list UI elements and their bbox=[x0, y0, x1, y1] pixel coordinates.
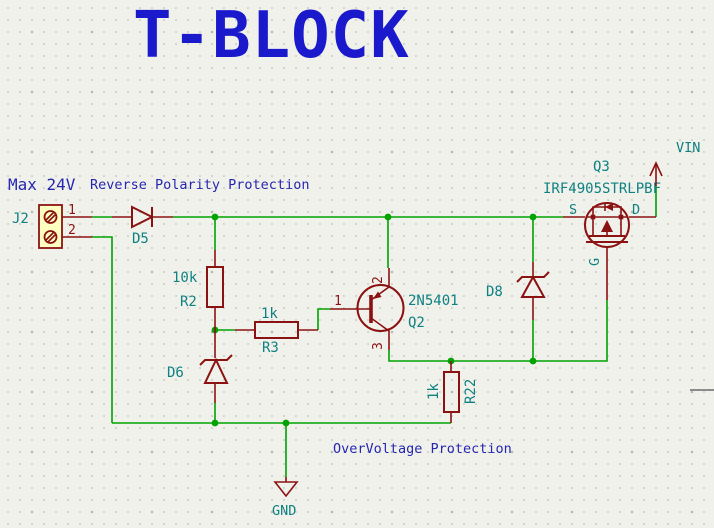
j2-pins bbox=[62, 216, 92, 238]
r2-value[interactable]: 10k bbox=[172, 270, 198, 286]
d5-ref[interactable]: D5 bbox=[132, 231, 149, 247]
junction-dot bbox=[384, 213, 392, 221]
power-flag-gnd[interactable]: GND bbox=[272, 477, 299, 519]
wire-left-drop[interactable] bbox=[92, 236, 113, 423]
q2-ref[interactable]: Q2 bbox=[408, 315, 425, 331]
r2-ref[interactable]: R2 bbox=[180, 294, 197, 310]
component-r22-resistor[interactable]: 1k R22 bbox=[426, 361, 479, 423]
gnd-label[interactable]: GND bbox=[272, 503, 296, 519]
component-r2-resistor[interactable]: 10k R2 bbox=[172, 250, 224, 330]
sheet-title[interactable]: T-BLOCK bbox=[133, 0, 410, 73]
r22-value[interactable]: 1k bbox=[426, 383, 442, 400]
screw-terminal-icon bbox=[43, 230, 58, 244]
up-arrow-icon bbox=[649, 161, 663, 177]
diode-triangle bbox=[131, 205, 155, 229]
note-overvoltage[interactable]: OverVoltage Protection bbox=[333, 441, 512, 457]
component-j2-connector[interactable]: J2 1 2 bbox=[12, 203, 92, 249]
r3-ref[interactable]: R3 bbox=[262, 340, 279, 356]
q2-value[interactable]: 2N5401 bbox=[408, 293, 459, 309]
screw-slot bbox=[44, 211, 57, 224]
zener-cathode-bar bbox=[516, 271, 550, 283]
q2-collector-pin bbox=[370, 317, 390, 350]
junction-dot bbox=[529, 357, 537, 365]
transistor-circle bbox=[356, 284, 405, 332]
component-q3-mosfet[interactable]: Q3 IRF4905STRLPBF S D G bbox=[543, 159, 661, 300]
q3-value[interactable]: IRF4905STRLPBF bbox=[543, 181, 661, 197]
q2-pin1-number: 1 bbox=[334, 294, 342, 309]
r22-ref[interactable]: R22 bbox=[463, 379, 479, 404]
mosfet-node-dot bbox=[618, 214, 624, 220]
component-d8-zener[interactable]: D8 bbox=[486, 262, 550, 320]
q2-pin3-number: 3 bbox=[371, 342, 386, 350]
component-q2-transistor[interactable]: 2N5401 Q2 1 2 3 bbox=[330, 268, 459, 350]
zener-cathode-bar bbox=[199, 354, 233, 366]
screw-slot bbox=[44, 231, 57, 244]
q3-pin-d-name: D bbox=[632, 202, 640, 218]
vin-label[interactable]: VIN bbox=[676, 140, 700, 156]
mosfet-node-dot bbox=[590, 214, 596, 220]
component-r3-resistor[interactable]: 1k R3 bbox=[235, 306, 318, 356]
body-diode-link bbox=[592, 206, 622, 215]
junction-dot bbox=[211, 419, 219, 427]
r3-value[interactable]: 1k bbox=[261, 306, 278, 322]
screw-terminal-icon bbox=[43, 210, 58, 224]
zener-triangle bbox=[520, 274, 546, 298]
q3-pins bbox=[563, 216, 656, 300]
resistor-body bbox=[206, 266, 224, 308]
j2-pin2-number: 2 bbox=[68, 223, 76, 238]
mosfet-channel-links bbox=[592, 219, 622, 236]
q3-pin-g-name: G bbox=[587, 258, 603, 266]
gnd-triangle-icon bbox=[273, 481, 299, 498]
resistor-body bbox=[443, 371, 460, 413]
component-d6-zener[interactable]: D6 bbox=[167, 330, 233, 403]
power-flag-vin[interactable]: VIN bbox=[649, 140, 700, 186]
wire-base-link[interactable] bbox=[317, 308, 330, 330]
wire-mid-rail[interactable] bbox=[388, 300, 608, 362]
component-d5-diode[interactable]: D5 bbox=[112, 205, 173, 247]
junction-dot bbox=[211, 213, 219, 221]
note-reverse-polarity[interactable]: Reverse Polarity Protection bbox=[90, 177, 309, 193]
q2-pin2-number: 2 bbox=[371, 276, 386, 284]
zener-triangle bbox=[203, 357, 229, 384]
pnp-arrow-icon bbox=[373, 291, 382, 299]
body-diode-arrow-icon bbox=[605, 203, 613, 211]
junction-dot bbox=[282, 419, 290, 427]
wires[interactable] bbox=[92, 186, 657, 477]
q3-pin-s-name: S bbox=[569, 202, 577, 218]
d8-ref[interactable]: D8 bbox=[486, 284, 503, 300]
mosfet-substrate-arrow-icon bbox=[601, 220, 613, 232]
j2-pin1-number: 1 bbox=[68, 203, 76, 218]
j2-ref[interactable]: J2 bbox=[12, 211, 29, 227]
q3-ref[interactable]: Q3 bbox=[593, 159, 610, 175]
note-max-voltage[interactable]: Max 24V bbox=[8, 175, 76, 194]
d6-ref[interactable]: D6 bbox=[167, 365, 184, 381]
junction-dot bbox=[529, 213, 537, 221]
resistor-body bbox=[254, 321, 299, 339]
